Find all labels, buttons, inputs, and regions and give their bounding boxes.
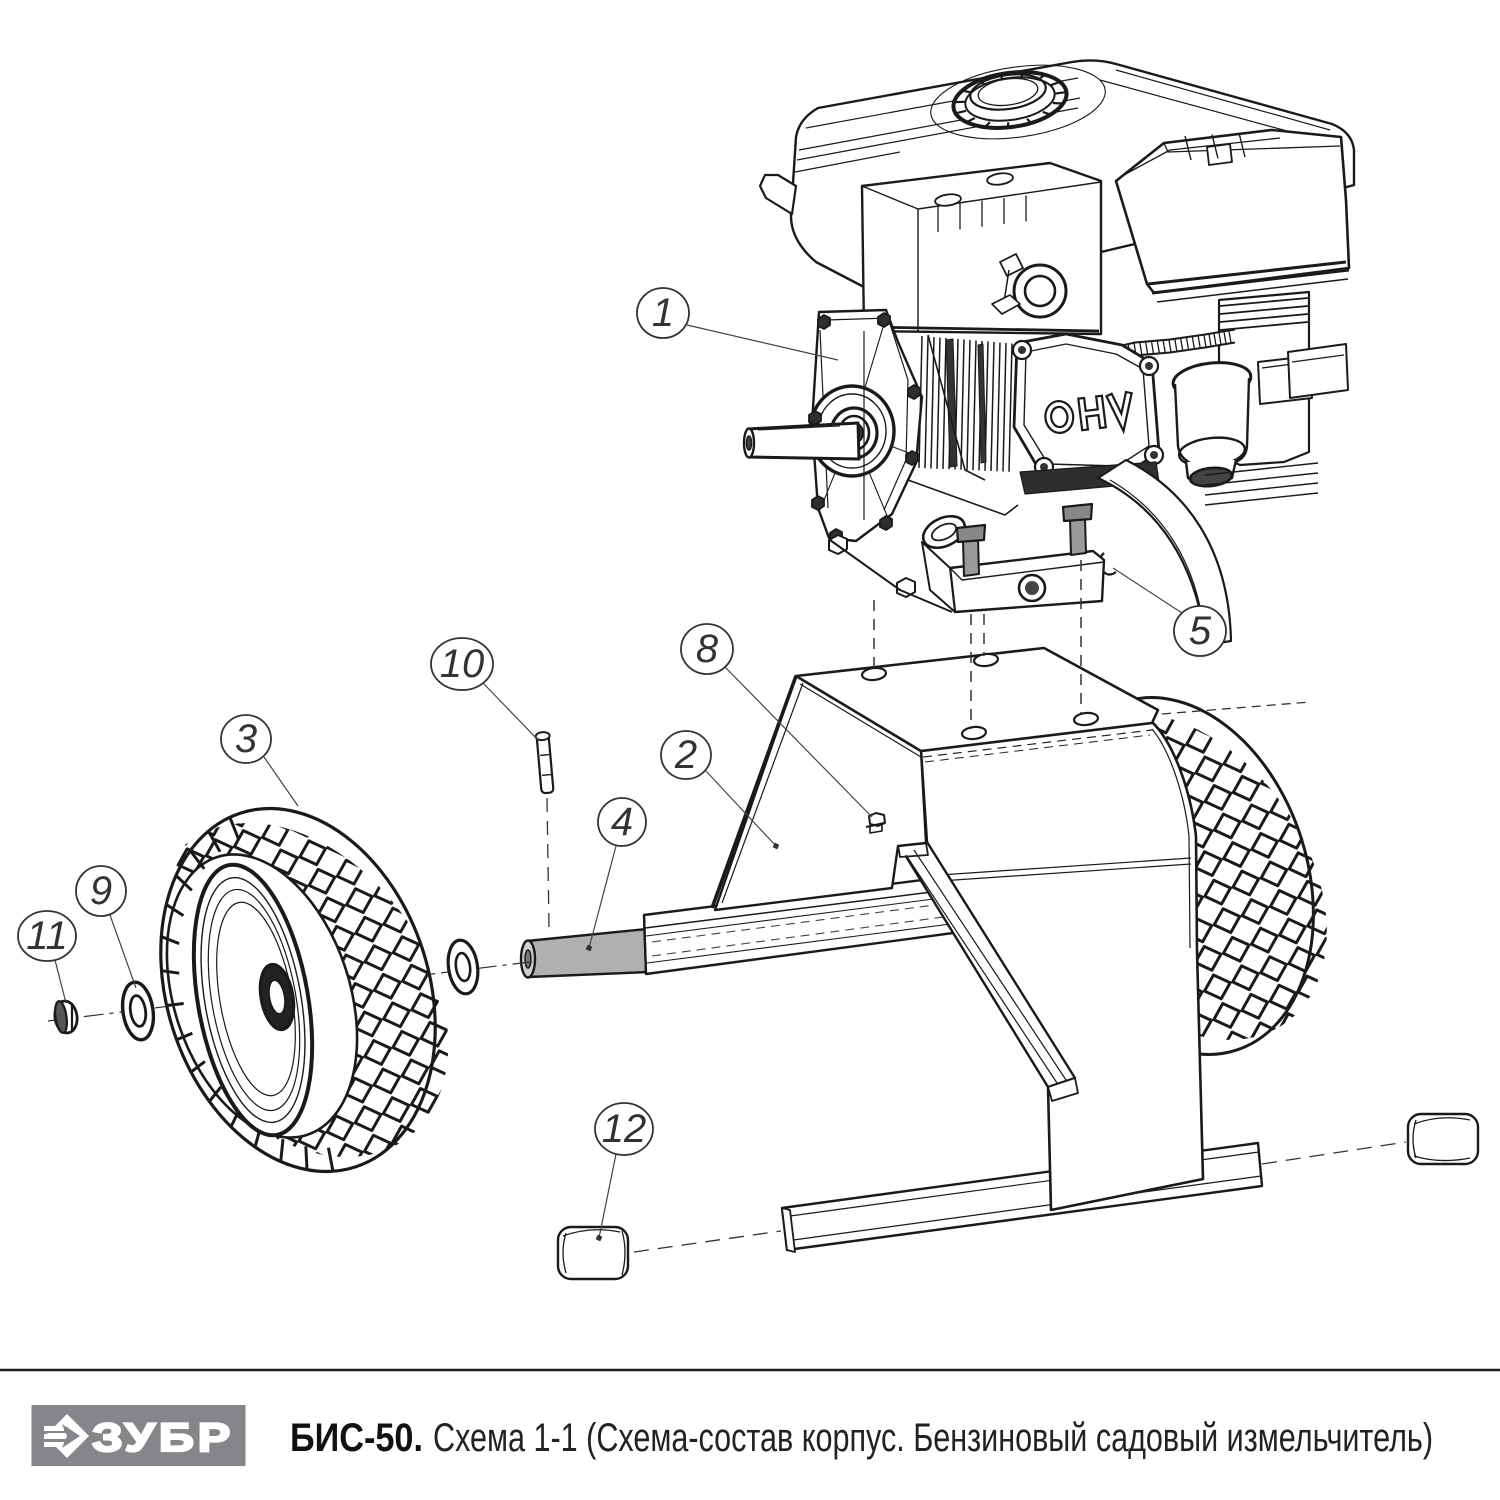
svg-text:2: 2 <box>674 733 697 777</box>
svg-text:3: 3 <box>235 717 257 761</box>
svg-text:10: 10 <box>440 642 485 686</box>
svg-text:11: 11 <box>26 914 68 958</box>
svg-text:5: 5 <box>1189 609 1212 653</box>
svg-text:1: 1 <box>652 291 674 335</box>
svg-text:БИС-50.: БИС-50. <box>290 1416 423 1460</box>
svg-text:12: 12 <box>602 1107 647 1151</box>
svg-text:9: 9 <box>90 869 112 913</box>
svg-text:Схема 1-1 (Схема-состав корпус: Схема 1-1 (Схема-состав корпус. Бензинов… <box>433 1416 1433 1460</box>
svg-text:8: 8 <box>696 627 719 671</box>
svg-text:ЗУБР: ЗУБР <box>92 1416 234 1460</box>
svg-text:4: 4 <box>611 800 633 844</box>
